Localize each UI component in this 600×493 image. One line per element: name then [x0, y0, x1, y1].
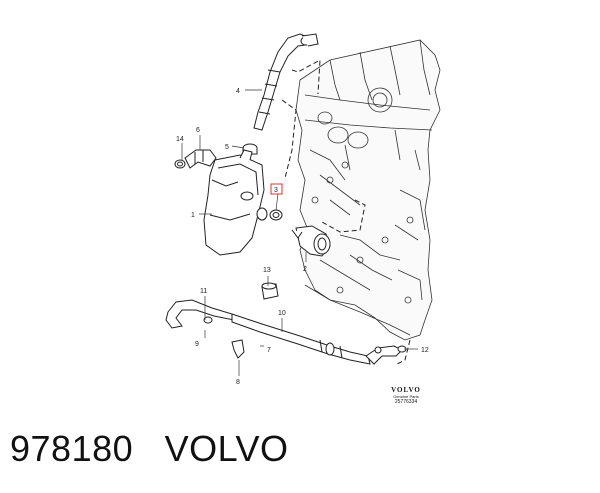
- callout-8: 8: [236, 379, 240, 386]
- volvo-logo: VOLVO: [391, 386, 421, 394]
- part-clamp-3: [269, 209, 283, 221]
- callout-11: 11: [200, 288, 207, 295]
- callout-3: 3: [274, 187, 278, 194]
- part-grommet-13: [261, 282, 279, 300]
- brand-block: VOLVO Genuine Parts 25776334: [376, 386, 436, 405]
- callout-2: 2: [303, 266, 307, 273]
- callout-12: 12: [421, 347, 429, 354]
- part-elbow-2: [291, 225, 331, 257]
- footer-caption: 978180 VOLVO: [10, 428, 289, 470]
- callout-14: 14: [176, 136, 184, 143]
- dashed-leader-lines: [281, 59, 411, 366]
- callout-6: 6: [196, 127, 200, 134]
- callout-13: 13: [263, 267, 271, 274]
- callout-3-highlight: [270, 183, 283, 195]
- callout-1: 1: [191, 212, 195, 219]
- part-small-hose-6: [184, 149, 217, 169]
- callout-5: 5: [225, 144, 229, 151]
- callout-10: 10: [278, 310, 286, 317]
- callout-leader-lines: [181, 89, 418, 376]
- part-breather-hose-upper: [253, 33, 319, 131]
- part-clamp-9: [203, 316, 213, 324]
- engine-block: [295, 39, 441, 341]
- exploded-parts-diagram: 4 5 6 14 1 3 2 13 11 9 8 7 10 12: [165, 33, 441, 386]
- diagram-reference: 25776334: [394, 399, 418, 405]
- part-connector-8: [231, 339, 245, 359]
- part-clamp-3b: [256, 207, 268, 221]
- part-oil-separator: [203, 149, 265, 256]
- part-clamp-14: [174, 159, 186, 169]
- callout-4: 4: [236, 88, 240, 95]
- part-hose-12: [365, 345, 407, 365]
- part-pipe-10: [231, 313, 371, 365]
- part-number: 978180: [10, 428, 134, 469]
- brand-subtitle: Genuine Parts: [393, 394, 419, 399]
- make-label: VOLVO: [164, 428, 289, 469]
- callout-9: 9: [195, 341, 199, 348]
- footer-bar: [0, 420, 600, 493]
- callout-7: 7: [267, 347, 271, 354]
